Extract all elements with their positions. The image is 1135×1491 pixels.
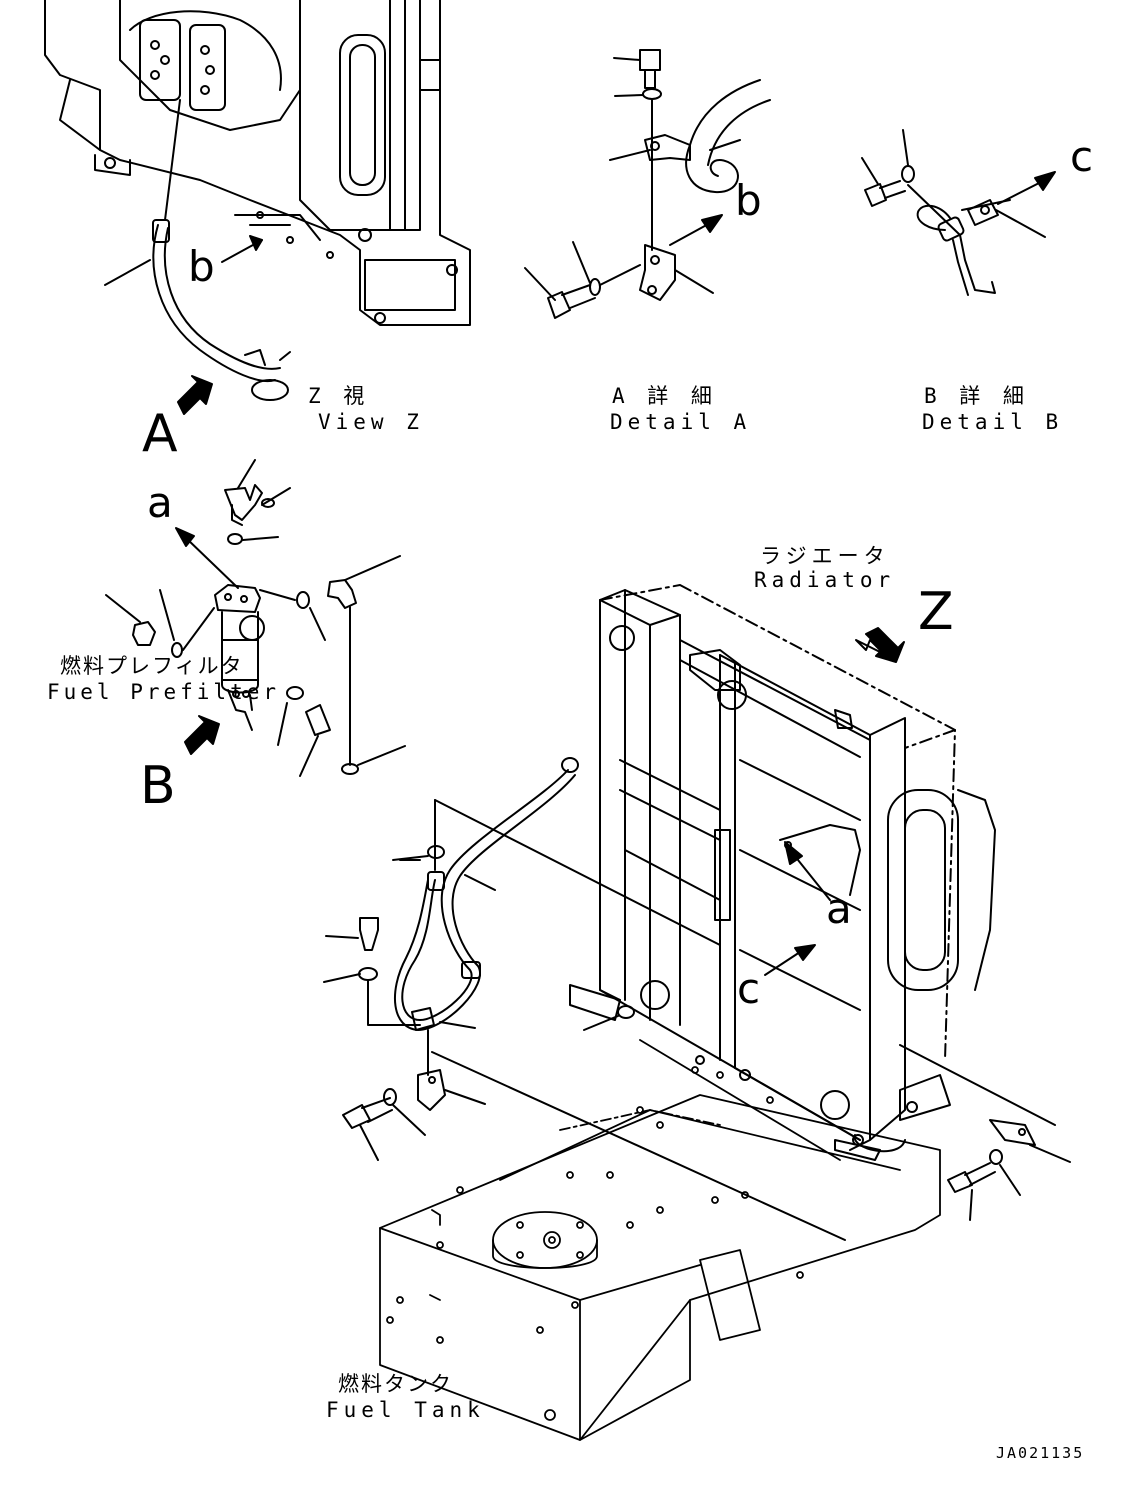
- fuel-tank-label-en: Fuel Tank: [326, 1398, 485, 1422]
- connection-b-view-z: b: [188, 242, 215, 291]
- connection-b-detail-a: b: [735, 176, 762, 225]
- connection-a-radiator: a: [826, 884, 852, 933]
- view-marker-b: B: [140, 756, 176, 816]
- view-z-caption-en: View Z: [318, 410, 424, 434]
- radiator-label-jp: ラジエータ: [760, 544, 890, 568]
- view-marker-a: A: [142, 404, 178, 464]
- drawing-id: JA021135: [996, 1444, 1085, 1462]
- view-z-caption-jp: Z 視: [308, 384, 370, 408]
- clip-assembly-drawing: [899, 1044, 1071, 1221]
- view-z-drawing: [44, 0, 471, 401]
- detail-a-caption-jp: A 詳 細: [612, 384, 717, 408]
- view-z-arrow-icon: [865, 627, 905, 663]
- radiator-label-en: Radiator: [754, 568, 896, 592]
- connection-c-detail-b: c: [1070, 132, 1094, 181]
- radiator-drawing: [569, 584, 996, 1161]
- fuel-prefilter-drawing: [105, 459, 406, 777]
- fuel-tank-label-jp: 燃料タンク: [338, 1372, 453, 1396]
- detail-a-drawing: [524, 49, 771, 319]
- fuel-tank-drawing: [379, 1039, 941, 1441]
- view-marker-z: Z: [918, 582, 954, 642]
- fuel-prefilter-label-en: Fuel Prefilter: [47, 680, 281, 704]
- detail-a-caption-en: Detail A: [610, 410, 752, 434]
- connection-a-prefilter: a: [147, 478, 173, 527]
- detail-b-drawing: [861, 129, 1056, 296]
- detail-b-caption-jp: B 詳 細: [924, 384, 1029, 408]
- view-a-arrow-icon: [177, 375, 213, 415]
- fuel-line-drawing: [323, 757, 846, 1241]
- detail-b-caption-en: Detail B: [922, 410, 1064, 434]
- connection-c-radiator: c: [737, 964, 761, 1013]
- view-b-arrow-icon: [184, 715, 220, 755]
- fuel-prefilter-label-jp: 燃料プレフィルタ: [60, 654, 244, 678]
